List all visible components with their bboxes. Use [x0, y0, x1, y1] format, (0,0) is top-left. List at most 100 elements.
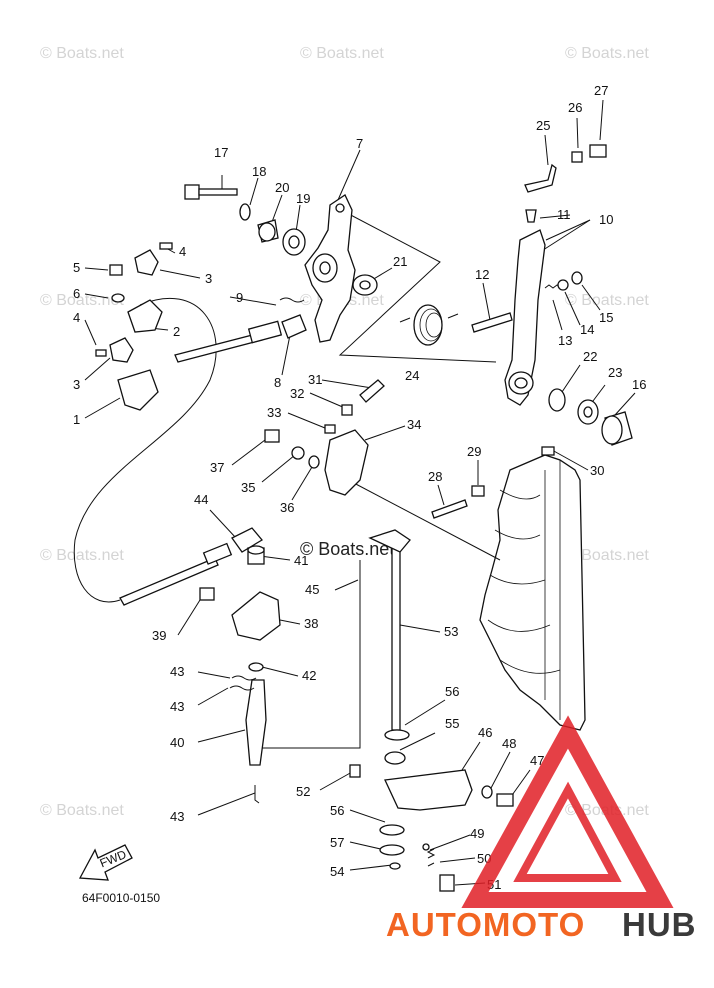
callout-39: 39 [152, 628, 166, 643]
part-48-washer [481, 785, 493, 799]
fwd-arrow: FWD [78, 844, 133, 881]
callout-33: 33 [267, 405, 281, 420]
part-55-bushing [384, 751, 406, 765]
callout-5: 5 [73, 260, 80, 275]
part-49-ball [422, 843, 430, 851]
callout-19: 19 [296, 191, 310, 206]
watermark-center: © Boats.net [300, 539, 394, 559]
part-27-joint [589, 144, 607, 158]
part-40-lever [245, 679, 267, 766]
watermark: © Boats.net [40, 45, 124, 62]
part-52-fitting [349, 764, 361, 778]
part-25-link [524, 163, 557, 193]
watermark: © Boats.net [40, 292, 124, 309]
part-3-clamp [134, 249, 159, 276]
callout-16: 16 [632, 377, 646, 392]
part-38-bracket [231, 591, 281, 641]
part-5-bolt [109, 264, 123, 276]
part-46-arm [384, 769, 473, 811]
callout-14: 14 [580, 322, 594, 337]
part-4-pin [95, 349, 107, 357]
callout-40: 40 [170, 735, 184, 750]
callout-23: 23 [608, 365, 622, 380]
callout-48: 48 [502, 736, 516, 751]
callout-21: 21 [393, 254, 407, 269]
automotohub-logo: AUTOMOTO HUB [386, 715, 697, 943]
part-20-collar [257, 219, 279, 243]
callout-56a: 56 [445, 684, 459, 699]
logo-text-hub: HUB [622, 906, 697, 943]
callout-32: 32 [290, 386, 304, 401]
cable-lower [119, 542, 233, 606]
watermark: © Boats.net [300, 45, 384, 62]
callout-52: 52 [296, 784, 310, 799]
callouts: 17 18 20 19 7 21 25 26 27 11 10 12 13 14… [73, 83, 646, 892]
part-10-arm [504, 229, 546, 406]
callout-3: 3 [205, 271, 212, 286]
part-18-washer [239, 203, 251, 221]
part-12-bolt [471, 312, 513, 333]
callout-2: 2 [173, 324, 180, 339]
part-43-pin [229, 685, 255, 691]
callout-18: 18 [252, 164, 266, 179]
part-30-fitting [541, 446, 555, 456]
callout-42: 42 [302, 668, 316, 683]
callout-44: 44 [194, 492, 208, 507]
part-17-bolt [184, 184, 238, 200]
callout-35: 35 [241, 480, 255, 495]
callout-7: 7 [356, 136, 363, 151]
callout-27: 27 [594, 83, 608, 98]
part-1-bracket [117, 369, 159, 411]
callout-46: 46 [478, 725, 492, 740]
leader-lines [84, 99, 636, 886]
callout-4b: 4 [73, 310, 80, 325]
part-56-washer-lower [379, 824, 405, 836]
callout-15: 15 [599, 310, 613, 325]
callout-31: 31 [308, 372, 322, 387]
callout-13: 13 [558, 333, 572, 348]
callout-26: 26 [568, 100, 582, 115]
part-24-spring [399, 304, 459, 346]
part-35-collar [291, 446, 305, 460]
watermark: © Boats.net [40, 802, 124, 819]
callout-8: 8 [274, 375, 281, 390]
callout-25: 25 [536, 118, 550, 133]
callout-57: 57 [330, 835, 344, 850]
callout-54: 54 [330, 864, 344, 879]
callout-55: 55 [445, 716, 459, 731]
part-43-pin [254, 785, 260, 804]
throttle-cable [73, 298, 217, 603]
part-15-washer [571, 271, 583, 285]
part-29-nut [471, 485, 485, 497]
callout-4: 4 [179, 244, 186, 259]
callout-6: 6 [73, 286, 80, 301]
part-44-joint [231, 527, 263, 553]
part-43-pin [231, 675, 257, 681]
callout-43a: 43 [170, 664, 184, 679]
callout-43b: 43 [170, 699, 184, 714]
part-41-collar [247, 545, 265, 565]
part-9-clip [279, 297, 305, 303]
part-14-nut [557, 279, 569, 291]
callout-53: 53 [444, 624, 458, 639]
part-47-bolt [496, 793, 514, 807]
callout-34: 34 [407, 417, 421, 432]
part-33-fitting [324, 424, 336, 434]
callout-28: 28 [428, 469, 442, 484]
callout-11: 11 [557, 207, 571, 222]
part-16-damper [601, 411, 633, 446]
part-37-bolt [264, 429, 280, 443]
part-32-nut [341, 404, 353, 416]
watermark: © Boats.net [565, 292, 649, 309]
watermark: © Boats.net [565, 45, 649, 62]
callout-47: 47 [530, 753, 544, 768]
part-21-bushing [352, 274, 378, 296]
part-19-bushing [282, 228, 306, 256]
callout-24: 24 [405, 368, 419, 383]
part-51-plug [439, 874, 455, 892]
engine-block [479, 454, 586, 731]
callout-12: 12 [475, 267, 489, 282]
callout-36: 36 [280, 500, 294, 515]
part-53-shaft [368, 529, 411, 731]
callout-3b: 3 [73, 377, 80, 392]
